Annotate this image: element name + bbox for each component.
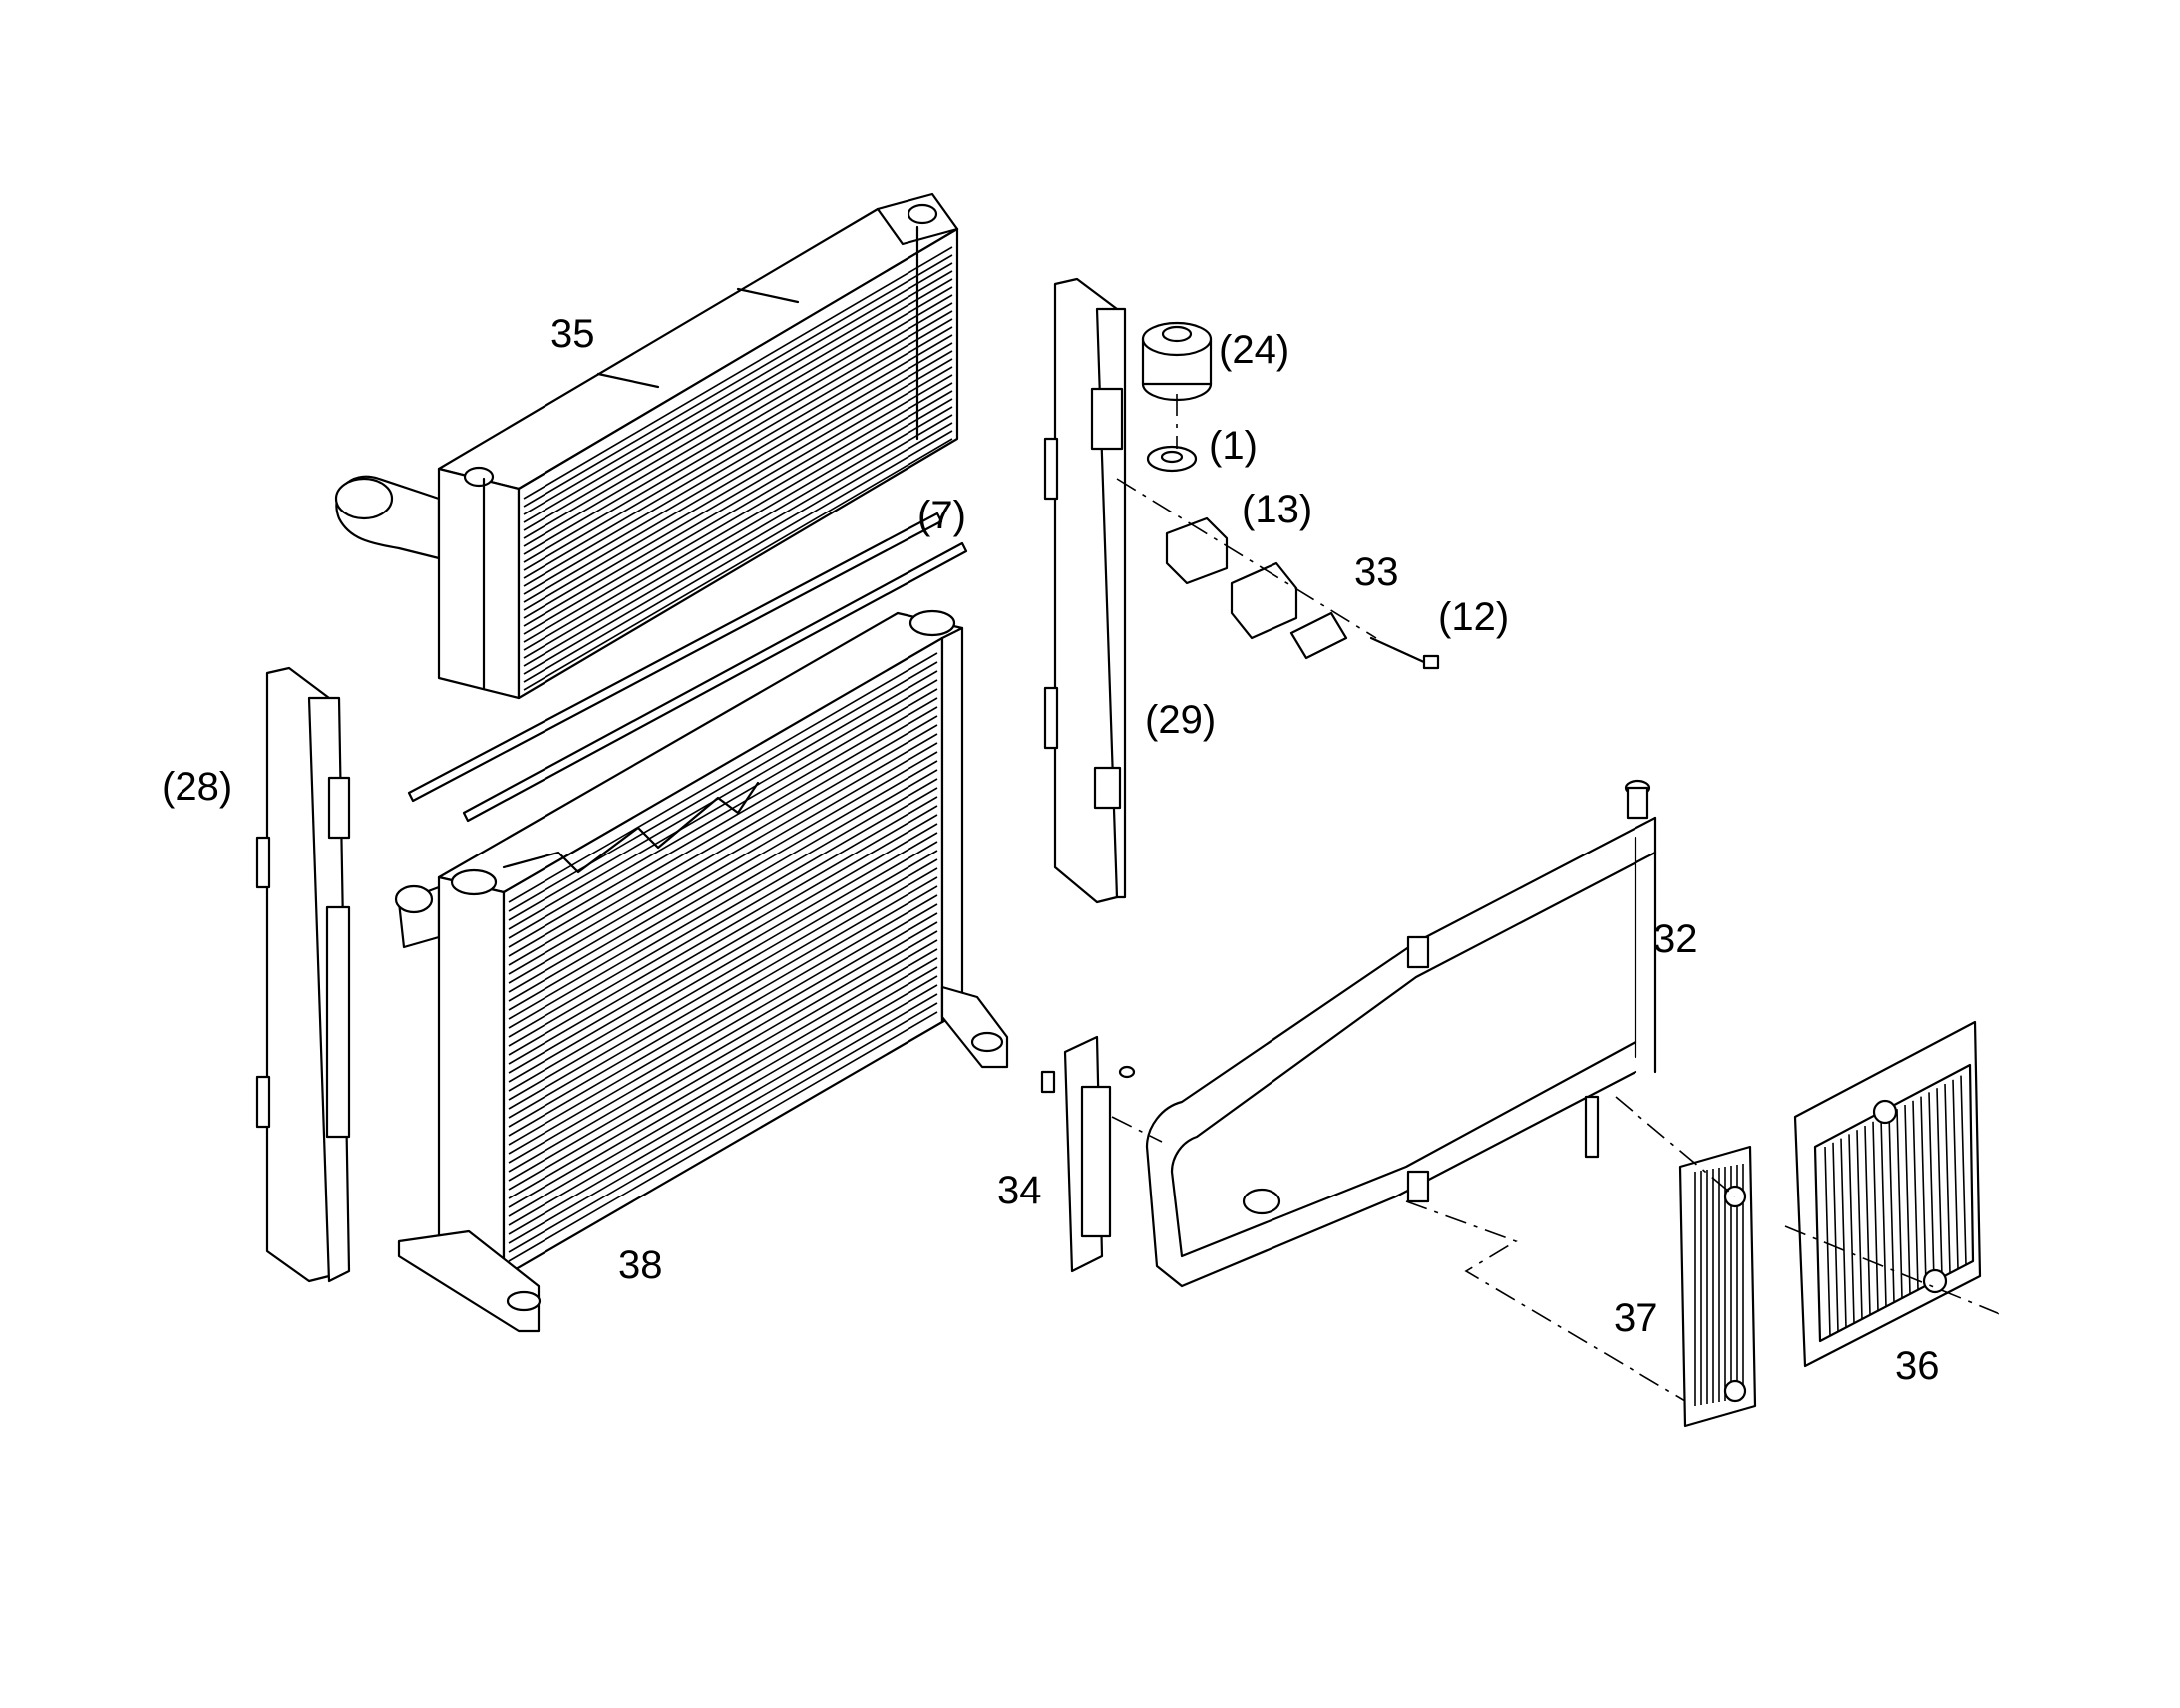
part-7-seal-strips [407, 512, 968, 823]
part-36-oil-cooler [1793, 1020, 1982, 1368]
part-28-left-side-panel [255, 666, 351, 1283]
assembly-line-mount [1116, 394, 1377, 639]
part-38-radiator [394, 609, 1009, 1333]
part-24-rubber-mount [1141, 321, 1213, 402]
part-34-bracket [1040, 1035, 1163, 1273]
part-13-clamp [1165, 516, 1298, 640]
callout-29: (29) [1145, 698, 1216, 742]
part-35-charge-air-cooler [334, 192, 959, 700]
callout-36: 36 [1895, 1344, 1940, 1388]
callout-38: 38 [618, 1243, 663, 1287]
part-33-plate [1289, 611, 1348, 660]
callout-13: (13) [1242, 488, 1312, 531]
part-37-oil-cooler [1678, 1145, 1757, 1428]
part-12-bolt [1369, 636, 1440, 670]
callout-34: 34 [997, 1169, 1042, 1212]
callout-24: (24) [1219, 328, 1289, 372]
part-1-washer [1146, 445, 1198, 473]
assembly-line-coolers [1405, 1096, 2005, 1402]
callout-37: 37 [1614, 1296, 1658, 1340]
callout-32: 32 [1653, 917, 1698, 961]
part-29-right-side-panel [1043, 277, 1127, 904]
part-32-frame [1145, 779, 1657, 1288]
callout-35: 35 [550, 312, 595, 356]
callout-12: (12) [1438, 595, 1509, 639]
callout-7: (7) [917, 494, 966, 537]
callout-28: (28) [162, 765, 232, 809]
callout-33: 33 [1354, 550, 1399, 594]
callout-1: (1) [1209, 424, 1258, 468]
